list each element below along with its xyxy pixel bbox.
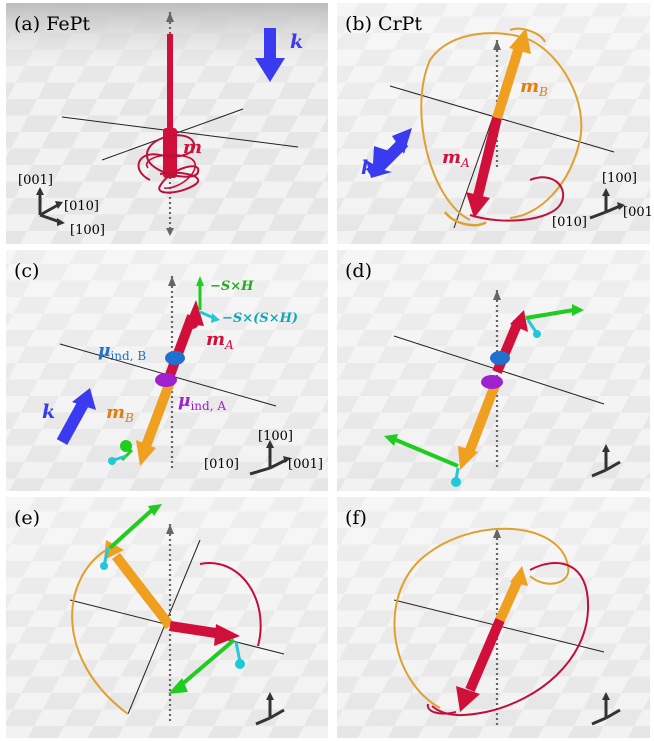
panel-e: (e) bbox=[6, 497, 328, 738]
neg-SxH-label: −S×H bbox=[210, 279, 254, 294]
mB-label-b: mB bbox=[520, 76, 548, 99]
panel-b-label: (b) CrPt bbox=[345, 13, 422, 35]
mB-label-c: mB bbox=[106, 402, 134, 425]
axis-label-b-100: [100] bbox=[602, 171, 637, 186]
panel-c: (c) k −S×H −S×(S×H) mA μind, B μind, A m… bbox=[6, 250, 328, 491]
axis-triad-a bbox=[36, 187, 65, 226]
axis-triad-e bbox=[255, 692, 285, 726]
panel-e-label: (e) bbox=[14, 507, 40, 529]
k-label-c: k bbox=[42, 401, 55, 423]
mA-label-c: mA bbox=[206, 329, 234, 352]
panel-d: (d) bbox=[337, 250, 650, 491]
panel-f: (f) bbox=[337, 497, 650, 738]
axis-triad-f bbox=[591, 692, 621, 726]
axis-label-a-100: [100] bbox=[70, 223, 105, 238]
axis-triad-c bbox=[249, 440, 291, 476]
axis-label-c-100: [100] bbox=[258, 429, 293, 444]
k-label-b: k bbox=[361, 157, 374, 179]
axis-label-a-010: [010] bbox=[64, 199, 99, 214]
axis-triad-b bbox=[589, 188, 625, 220]
panel-a: (a) FePt k m [001] [010] [100] bbox=[6, 3, 328, 244]
panel-b: (b) CrPt k mB mA [100] [010] [001] bbox=[337, 3, 654, 244]
panel-a-label: (a) FePt bbox=[14, 13, 90, 35]
mu-indB-label: μind, B bbox=[98, 341, 146, 363]
panel-c-label: (c) bbox=[14, 260, 39, 282]
axis-label-b-001: [001] bbox=[623, 205, 654, 220]
axis-label-c-010: [010] bbox=[204, 457, 239, 472]
mu-indA-label: μind, A bbox=[178, 391, 226, 413]
axis-triad-d bbox=[591, 444, 621, 478]
neg-SxSxH-label: −S×(S×H) bbox=[222, 311, 298, 326]
axis-label-c-001: [001] bbox=[288, 457, 323, 472]
panel-f-label: (f) bbox=[345, 507, 367, 529]
k-label-a: k bbox=[290, 31, 303, 53]
m-label-a: m bbox=[183, 137, 202, 158]
axis-label-a-001: [001] bbox=[18, 173, 53, 188]
axis-label-b-010: [010] bbox=[552, 215, 587, 230]
panel-d-label: (d) bbox=[345, 260, 372, 282]
mA-label-b: mA bbox=[442, 147, 470, 170]
